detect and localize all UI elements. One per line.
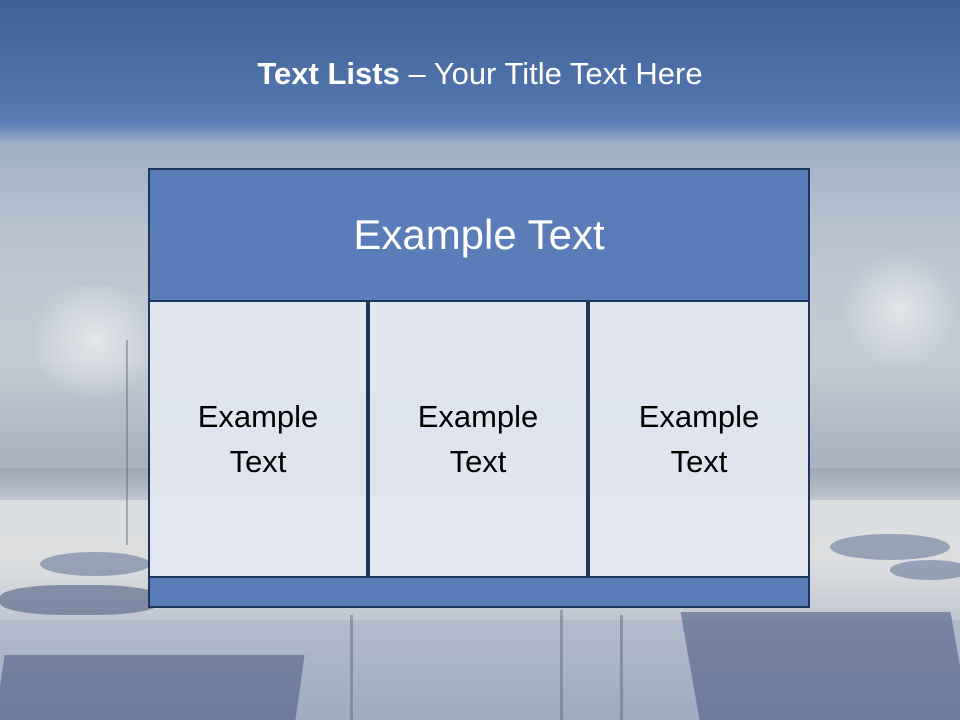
title-rest-text: – Your Title Text Here	[408, 56, 703, 91]
background-cloud	[840, 250, 960, 370]
diagram-header-text: Example Text	[353, 211, 605, 258]
background-cafe-table	[0, 655, 305, 720]
diagram-footer-bar	[148, 576, 810, 608]
background-flagpole	[126, 340, 128, 545]
diagram-column-2: Example Text	[368, 300, 588, 578]
column-3-text: Example Text	[638, 399, 760, 479]
diagram-column-3: Example Text	[588, 300, 810, 578]
background-cafe-table	[830, 534, 950, 560]
background-cafe-table	[0, 585, 160, 615]
background-chair	[350, 615, 353, 720]
title-bold-text: Text Lists	[257, 56, 400, 91]
diagram-header-box: Example Text	[148, 168, 810, 302]
background-chair	[560, 610, 563, 720]
slide-title: Text Lists – Your Title Text Here	[0, 52, 960, 96]
background-cafe-table	[890, 560, 960, 580]
column-1-text: Example Text	[197, 399, 319, 479]
background-cafe-table	[40, 552, 150, 576]
text-list-diagram: Example Text Example Text Example Text E…	[148, 168, 810, 610]
background-cafe-table	[680, 612, 960, 720]
column-2-text: Example Text	[417, 399, 539, 479]
background-chair	[620, 615, 623, 720]
diagram-column-1: Example Text	[148, 300, 368, 578]
